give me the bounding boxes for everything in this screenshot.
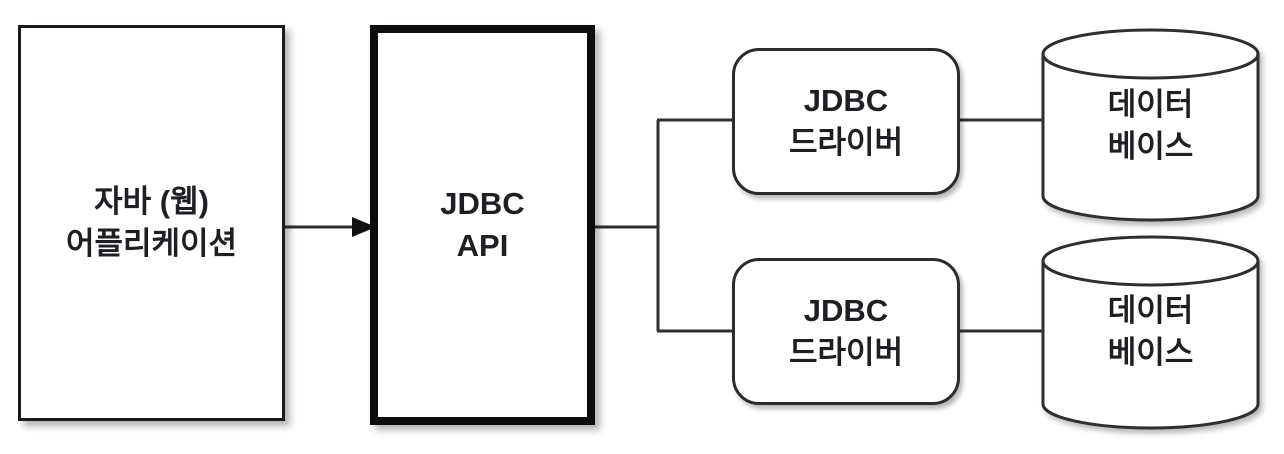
arrow-right-icon: [352, 217, 376, 237]
node-label-line: API: [456, 228, 509, 263]
node-label-line: 자바 (웹): [94, 184, 209, 219]
node-label-line: JDBC: [803, 292, 889, 328]
node-label-line: 어플리케이션: [65, 226, 238, 261]
node-label-line: 데이터: [1107, 293, 1194, 328]
node-label-line: 드라이버: [788, 334, 904, 370]
node-database-bottom: 데이터 베이스: [1043, 262, 1258, 402]
node-database-top: 데이터 베이스: [1043, 56, 1258, 196]
node-label-line: 베이스: [1107, 129, 1194, 164]
node-jdbc-driver-bottom: JDBC 드라이버: [732, 258, 960, 405]
node-label-line: JDBC: [803, 82, 889, 118]
node-label-line: 데이터: [1107, 87, 1194, 122]
node-jdbc-driver-top: JDBC 드라이버: [732, 48, 960, 195]
node-label-line: JDBC: [440, 186, 525, 221]
node-label-line: 베이스: [1107, 335, 1194, 370]
node-java-application: 자바 (웹) 어플리케이션: [18, 25, 285, 421]
node-label-line: 드라이버: [788, 124, 904, 160]
node-jdbc-api: JDBC API: [370, 25, 595, 425]
database-cylinder-top: [1041, 28, 1260, 222]
database-cylinder-bottom: [1041, 235, 1260, 430]
